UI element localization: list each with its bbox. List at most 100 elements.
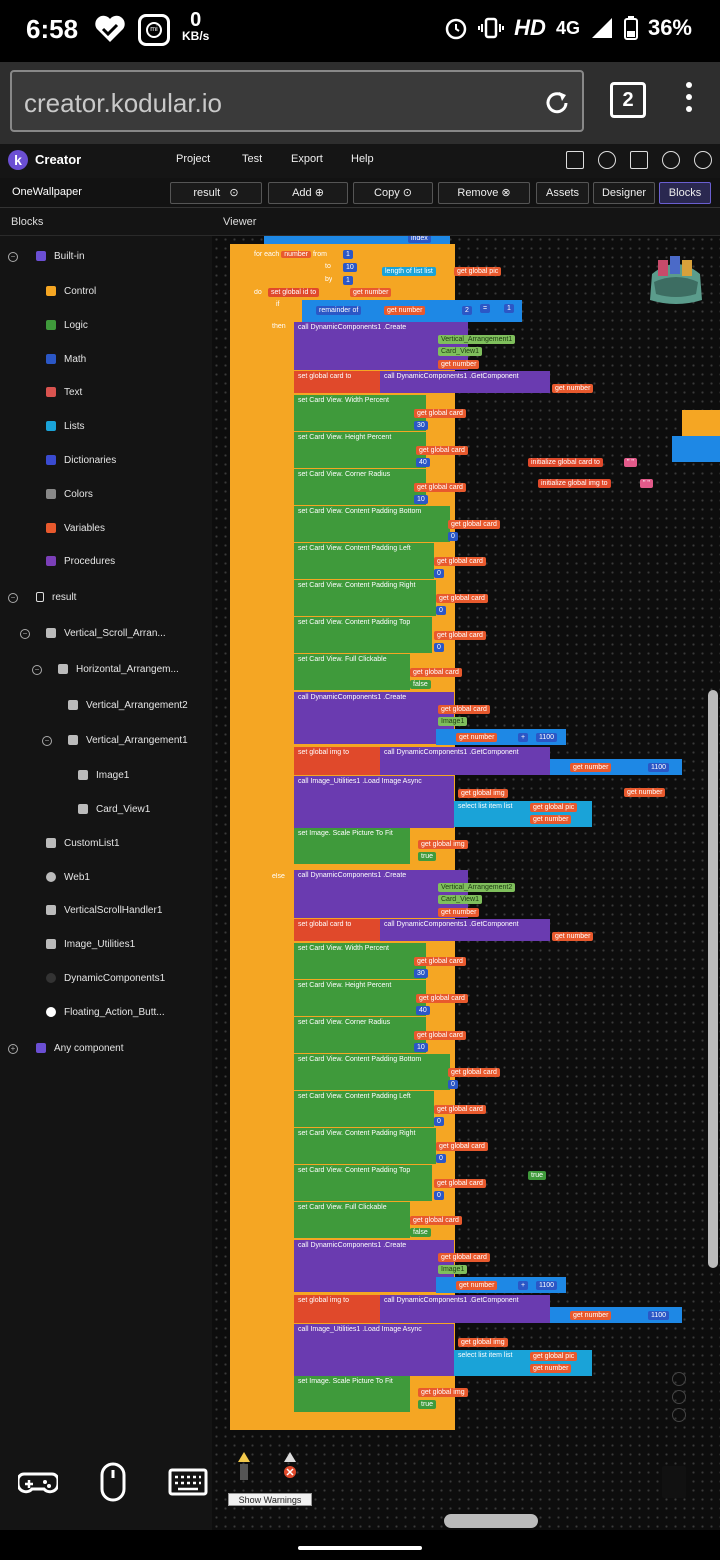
- tab-switcher-button[interactable]: 2: [610, 82, 646, 118]
- copy-screen-button[interactable]: Copy ⊙: [353, 182, 433, 204]
- tree-horizontal-arr[interactable]: Horizontal_Arrangem...: [58, 657, 179, 683]
- horizontal-scrollbar[interactable]: [444, 1514, 538, 1528]
- set-card-prop-block[interactable]: set Card View. Content Padding Top: [294, 617, 432, 653]
- set-card-prop-block[interactable]: set Card View. Corner Radius: [294, 469, 426, 505]
- trash-icon[interactable]: [662, 1466, 686, 1498]
- collapse-toggle[interactable]: −: [42, 736, 52, 746]
- offscreen-block[interactable]: [672, 436, 720, 462]
- offscreen-if-block[interactable]: [682, 410, 720, 436]
- tree-dynamic-components[interactable]: DynamicComponents1: [46, 966, 165, 992]
- tree-vertical-arr1[interactable]: Vertical_Arrangement1: [68, 728, 188, 754]
- set-card-prop-block[interactable]: set Card View. Content Padding Bottom: [294, 506, 450, 542]
- assets-button[interactable]: Assets: [536, 182, 589, 204]
- set-card-prop-block[interactable]: set Card View. Content Padding Right: [294, 580, 436, 616]
- home-gesture-bar[interactable]: [298, 1546, 422, 1550]
- tree-vertical-scroll[interactable]: Vertical_Scroll_Arran...: [46, 621, 166, 647]
- news-icon[interactable]: [630, 151, 648, 169]
- tree-web1[interactable]: Web1: [46, 865, 90, 891]
- collapse-toggle[interactable]: −: [20, 629, 30, 639]
- add-screen-button[interactable]: Add ⊕: [268, 182, 348, 204]
- menu-export[interactable]: Export: [291, 153, 323, 165]
- tree-customlist1[interactable]: CustomList1: [46, 831, 120, 857]
- set-card-prop-block[interactable]: set Card View. Content Padding Left: [294, 543, 434, 579]
- tree-image1[interactable]: Image1: [78, 763, 129, 789]
- tree-card-view1[interactable]: Card_View1: [78, 797, 150, 823]
- expand-toggle[interactable]: +: [8, 1044, 18, 1054]
- screen-selector[interactable]: result ⊙: [170, 182, 262, 204]
- set-card-prop-block[interactable]: set Card View. Height Percent: [294, 432, 426, 468]
- set-img-block[interactable]: set global img to: [294, 747, 382, 775]
- create-image-block[interactable]: call DynamicComponents1 .Create: [294, 1240, 454, 1292]
- backpack-icon[interactable]: [644, 250, 708, 306]
- tree-text[interactable]: Text: [46, 380, 82, 406]
- set-card-prop-block[interactable]: set Card View. Content Padding Bottom: [294, 1054, 450, 1090]
- tree-image-utilities[interactable]: Image_Utilities1: [46, 932, 135, 958]
- set-card-prop-block[interactable]: set Card View. Width Percent: [294, 395, 426, 431]
- remove-screen-button[interactable]: Remove ⊗: [438, 182, 530, 204]
- set-card-prop-block[interactable]: set Card View. Height Percent: [294, 980, 426, 1016]
- warning-indicator-icon[interactable]: [236, 1450, 252, 1482]
- blocks-viewer[interactable]: Viewer index for each number from 1 to 1…: [212, 208, 720, 1530]
- collapse-toggle[interactable]: −: [8, 593, 18, 603]
- tree-logic[interactable]: Logic: [46, 313, 88, 339]
- tree-variables[interactable]: Variables: [46, 516, 105, 542]
- getcomponent-block[interactable]: call DynamicComponents1 .GetComponent: [380, 919, 550, 941]
- gamepad-icon[interactable]: [18, 1462, 58, 1502]
- create-image-block[interactable]: call DynamicComponents1 .Create: [294, 692, 454, 744]
- zoom-controls[interactable]: [668, 1368, 690, 1448]
- if-block[interactable]: if: [268, 300, 290, 1420]
- collapse-toggle[interactable]: −: [8, 252, 18, 262]
- tree-screen-result[interactable]: result: [36, 585, 76, 611]
- getcomponent-block[interactable]: call DynamicComponents1 .GetComponent: [380, 371, 550, 393]
- create-card-block[interactable]: call DynamicComponents1 .Create: [294, 322, 468, 370]
- vertical-scrollbar[interactable]: [708, 690, 718, 1268]
- mouse-icon[interactable]: [100, 1462, 126, 1502]
- init-global-img[interactable]: initialize global img to: [538, 479, 611, 488]
- tree-any-component[interactable]: Any component: [36, 1036, 124, 1062]
- designer-button[interactable]: Designer: [593, 182, 655, 204]
- collapse-toggle[interactable]: −: [32, 665, 42, 675]
- load-image-block[interactable]: call Image_Utilities1 .Load Image Async: [294, 1324, 454, 1376]
- zoom-in-icon[interactable]: [672, 1390, 686, 1404]
- tree-scroll-handler[interactable]: VerticalScrollHandler1: [46, 898, 162, 924]
- tree-math[interactable]: Math: [46, 347, 86, 373]
- recenter-icon[interactable]: [672, 1372, 686, 1386]
- set-card-block[interactable]: set global card to: [294, 919, 382, 941]
- tree-lists[interactable]: Lists: [46, 414, 85, 440]
- load-image-block[interactable]: call Image_Utilities1 .Load Image Async: [294, 776, 454, 828]
- tree-fab[interactable]: Floating_Action_Butt...: [46, 1000, 165, 1026]
- set-card-block[interactable]: set global card to: [294, 371, 382, 393]
- set-card-prop-block[interactable]: set Card View. Full Clickable: [294, 654, 410, 690]
- set-card-prop-block[interactable]: set Card View. Full Clickable: [294, 1202, 410, 1238]
- error-indicator-icon[interactable]: [282, 1450, 298, 1482]
- tree-procedures[interactable]: Procedures: [46, 549, 115, 575]
- overflow-menu-icon[interactable]: [684, 82, 694, 122]
- zoom-out-icon[interactable]: [672, 1408, 686, 1422]
- menu-help[interactable]: Help: [351, 153, 374, 165]
- show-warnings-button[interactable]: Show Warnings: [228, 1493, 312, 1506]
- code-block[interactable]: [264, 236, 450, 244]
- set-card-prop-block[interactable]: set Card View. Content Padding Left: [294, 1091, 434, 1127]
- getcomponent-block[interactable]: call DynamicComponents1 .GetComponent: [380, 747, 550, 775]
- set-img-block[interactable]: set global img to: [294, 1295, 382, 1323]
- blocks-button[interactable]: Blocks: [659, 182, 711, 204]
- set-card-prop-block[interactable]: set Card View. Content Padding Right: [294, 1128, 436, 1164]
- tree-control[interactable]: Control: [46, 279, 96, 305]
- reload-icon[interactable]: [542, 88, 572, 118]
- tree-builtin[interactable]: Built-in: [36, 244, 85, 270]
- set-card-prop-block[interactable]: set Card View. Width Percent: [294, 943, 426, 979]
- scale-picture-block[interactable]: set Image. Scale Picture To Fit: [294, 828, 410, 864]
- tree-dictionaries[interactable]: Dictionaries: [46, 448, 116, 474]
- dollar-icon[interactable]: [662, 151, 680, 169]
- menu-test[interactable]: Test: [242, 153, 263, 165]
- address-bar[interactable]: creator.kodular.io: [10, 70, 584, 132]
- set-card-prop-block[interactable]: set Card View. Corner Radius: [294, 1017, 426, 1053]
- palette-icon[interactable]: [598, 151, 616, 169]
- folder-icon[interactable]: [566, 151, 584, 169]
- tree-vertical-arr2[interactable]: Vertical_Arrangement2: [68, 693, 188, 719]
- account-icon[interactable]: [694, 151, 712, 169]
- foreach-block[interactable]: for each number from: [250, 244, 342, 290]
- init-global-card[interactable]: initialize global card to: [528, 458, 603, 467]
- scale-picture-block[interactable]: set Image. Scale Picture To Fit: [294, 1376, 410, 1412]
- tree-colors[interactable]: Colors: [46, 482, 93, 508]
